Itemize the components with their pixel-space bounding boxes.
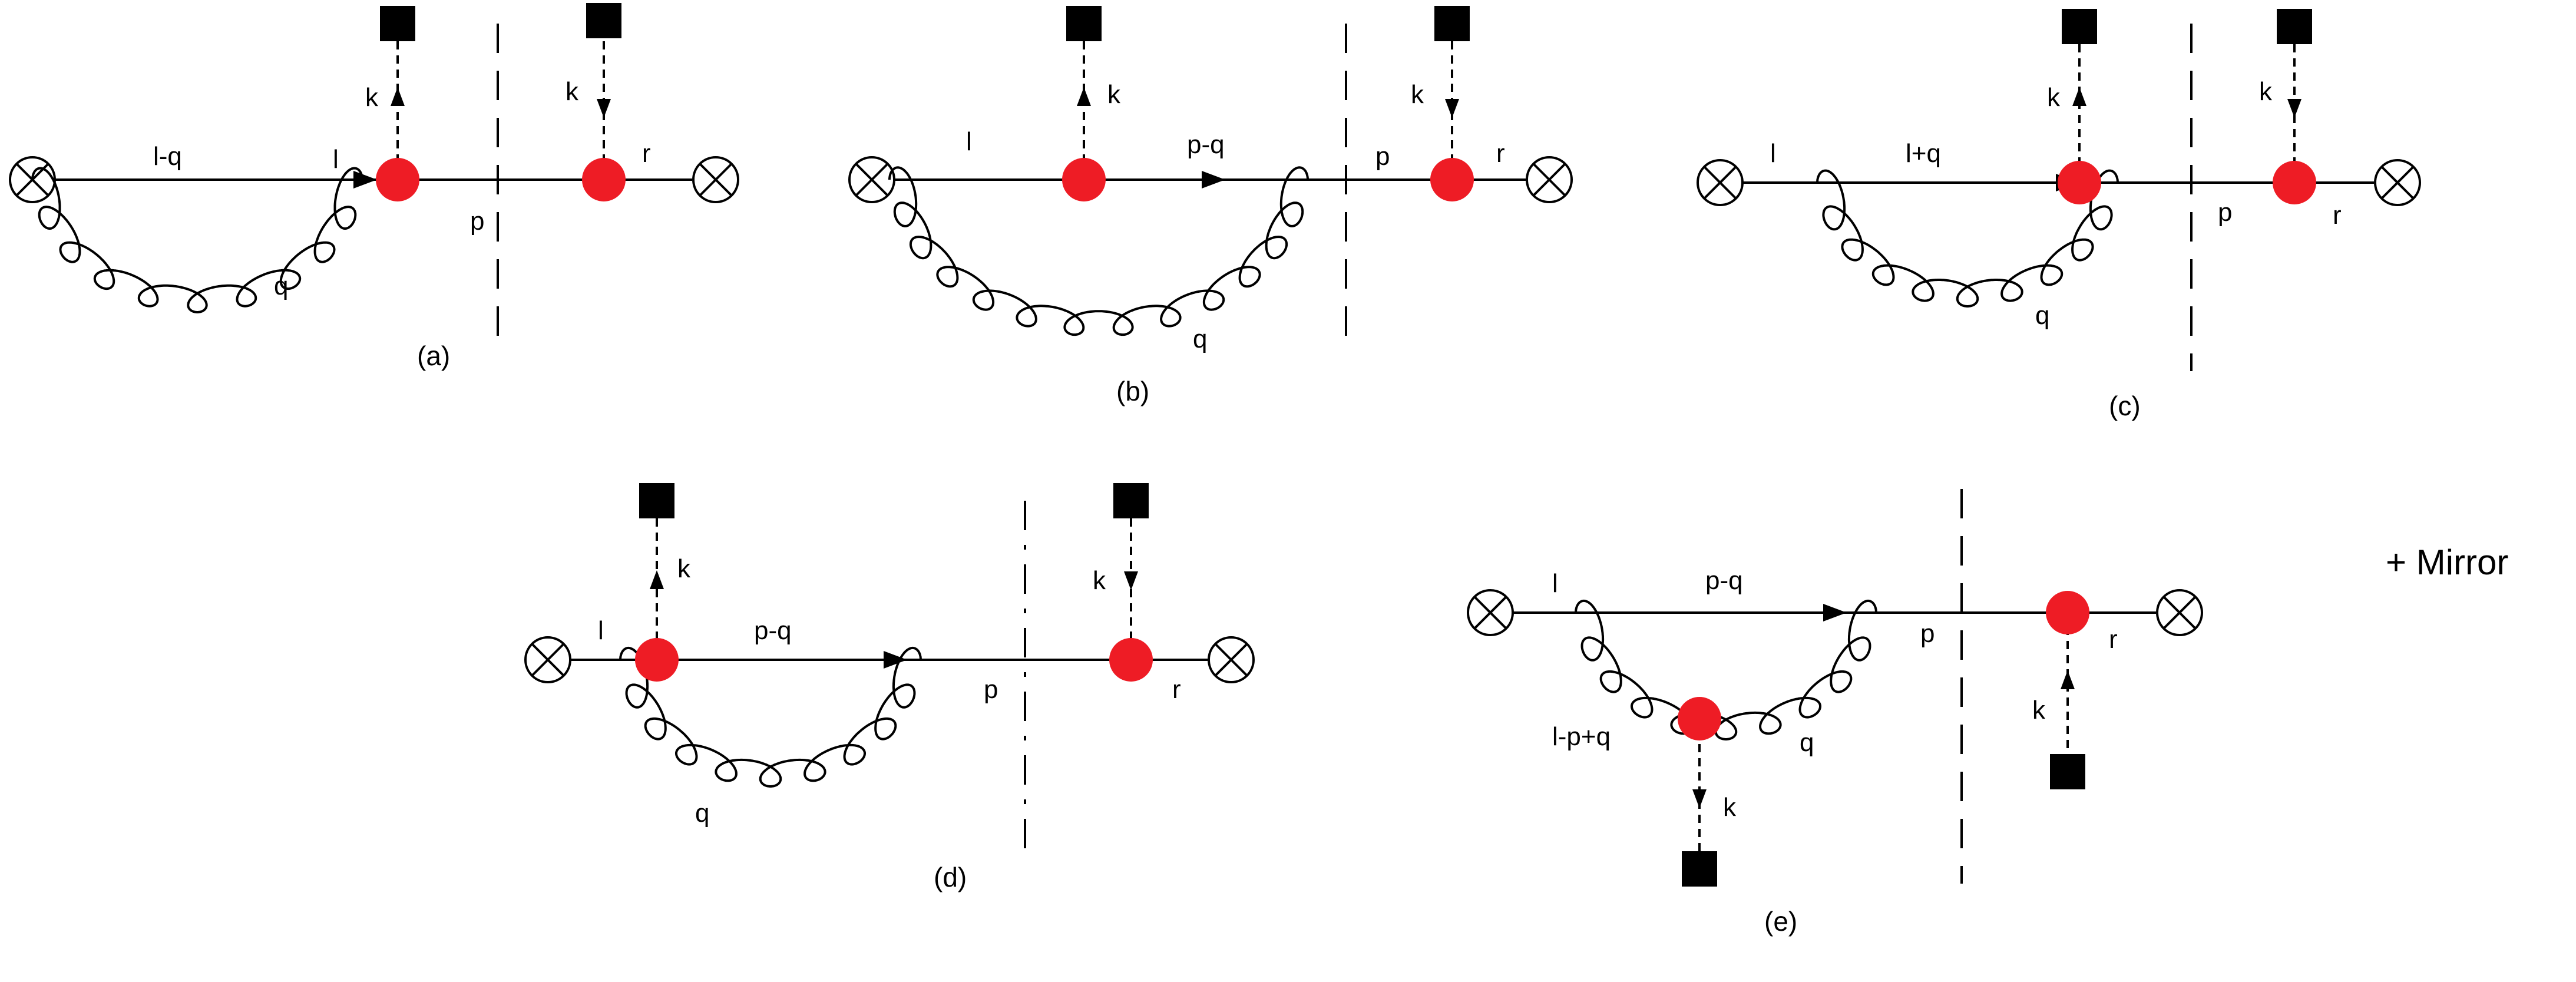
insertion-arrow — [391, 87, 405, 106]
momentum-label: l+q — [1906, 139, 1941, 168]
fermion-arrow — [1202, 171, 1225, 189]
source-crossed-circle-right — [2374, 159, 2421, 206]
momentum-label: k — [2259, 77, 2273, 106]
momentum-label: k — [2032, 696, 2046, 725]
momentum-label: q — [1800, 728, 1814, 757]
diagram-c: l l+q p q k k r (c) — [1697, 9, 2421, 421]
vertex-dot — [1109, 638, 1153, 682]
source-crossed-circle-right — [692, 156, 739, 203]
gluon-loop — [888, 166, 1309, 336]
fermion-arrow — [1823, 604, 1847, 621]
external-source-square — [2050, 754, 2085, 789]
diagram-caption: (e) — [1764, 906, 1797, 937]
external-source-square — [2062, 9, 2097, 44]
insertion-arrow — [1124, 571, 1138, 590]
external-source-square — [639, 483, 674, 518]
insertion-arrow — [1445, 99, 1459, 118]
momentum-label: l-p+q — [1552, 722, 1611, 751]
external-source-square — [1434, 6, 1470, 41]
diagram-caption: (a) — [417, 340, 450, 371]
momentum-label: r — [1496, 139, 1505, 168]
vertex-dot — [1430, 158, 1474, 201]
source-crossed-circle-left — [848, 156, 895, 203]
momentum-label: k — [1093, 566, 1106, 595]
gluon-loop — [619, 646, 922, 788]
insertion-arrow — [597, 99, 611, 118]
momentum-label: q — [695, 799, 709, 828]
diagram-d: l p-q p q k k r (d) — [524, 483, 1255, 892]
source-crossed-circle-left — [1467, 589, 1514, 636]
momentum-label: q — [1193, 325, 1207, 353]
momentum-label: l — [966, 127, 972, 156]
momentum-label: l — [1552, 569, 1558, 598]
diagram-a: l-q l p q k k r (a) — [9, 3, 739, 371]
source-crossed-circle-right — [2156, 589, 2203, 636]
source-crossed-circle-right — [1208, 636, 1255, 683]
momentum-label: k — [365, 83, 379, 112]
source-crossed-circle-left — [524, 636, 571, 683]
momentum-label: r — [642, 139, 651, 168]
diagram-caption: (d) — [934, 862, 967, 892]
momentum-label: k — [566, 77, 579, 106]
momentum-label: l-q — [153, 142, 182, 171]
diagram-caption: (c) — [2109, 391, 2141, 421]
vertex-dot — [1678, 697, 1721, 740]
momentum-label: k — [1411, 80, 1424, 109]
diagram-e: l p-q p q l-p+q k k r (e) — [1467, 489, 2203, 937]
fermion-arrow — [353, 171, 377, 189]
external-source-square — [1113, 483, 1149, 518]
diagram-b: l p-q p q k k r (b) — [848, 6, 1573, 406]
momentum-label: k — [2047, 83, 2061, 112]
external-source-square — [586, 3, 621, 38]
momentum-label: k — [1723, 793, 1737, 822]
insertion-arrow — [1692, 789, 1707, 808]
momentum-label: r — [2109, 625, 2118, 654]
insertion-arrow — [2287, 99, 2301, 118]
source-crossed-circle-left — [1697, 159, 1744, 206]
gluon-loop — [1575, 599, 1877, 740]
vertex-dot — [582, 158, 626, 201]
gluon-loop — [31, 167, 363, 313]
momentum-label: k — [677, 554, 691, 583]
momentum-label: p — [984, 675, 998, 704]
momentum-label: r — [2333, 201, 2342, 230]
vertex-dot — [635, 638, 679, 682]
external-source-square — [380, 6, 415, 41]
momentum-label: p — [2218, 198, 2232, 227]
momentum-label: p — [1375, 142, 1390, 171]
vertex-dot — [2046, 591, 2089, 634]
momentum-label: r — [1172, 675, 1181, 704]
insertion-arrow — [650, 570, 664, 589]
external-source-square — [1066, 6, 1102, 41]
momentum-label: l — [1770, 139, 1776, 168]
external-source-square — [2277, 9, 2312, 44]
diagram-caption: (b) — [1116, 376, 1149, 406]
momentum-label: p — [1920, 619, 1935, 648]
momentum-label: q — [2035, 301, 2049, 330]
insertion-arrow — [1077, 87, 1091, 106]
mirror-note: + Mirror — [2386, 543, 2508, 582]
momentum-label: k — [1107, 80, 1121, 109]
momentum-label: p-q — [1187, 130, 1225, 159]
source-crossed-circle-right — [1526, 156, 1573, 203]
vertex-dot — [1062, 158, 1106, 201]
vertex-dot — [2273, 161, 2316, 204]
momentum-label: l — [333, 145, 339, 174]
vertex-dot — [376, 158, 419, 201]
momentum-label: p — [470, 207, 484, 236]
momentum-label: q — [274, 272, 288, 300]
momentum-label: l — [598, 616, 604, 645]
momentum-label: p-q — [754, 616, 792, 645]
insertion-arrow — [2061, 670, 2075, 689]
fermion-arrow — [884, 651, 907, 669]
gluon-loop — [1816, 169, 2119, 308]
vertex-dot — [2058, 161, 2101, 204]
insertion-arrow — [2072, 87, 2086, 106]
external-source-square — [1682, 851, 1717, 887]
momentum-label: p-q — [1705, 566, 1743, 595]
